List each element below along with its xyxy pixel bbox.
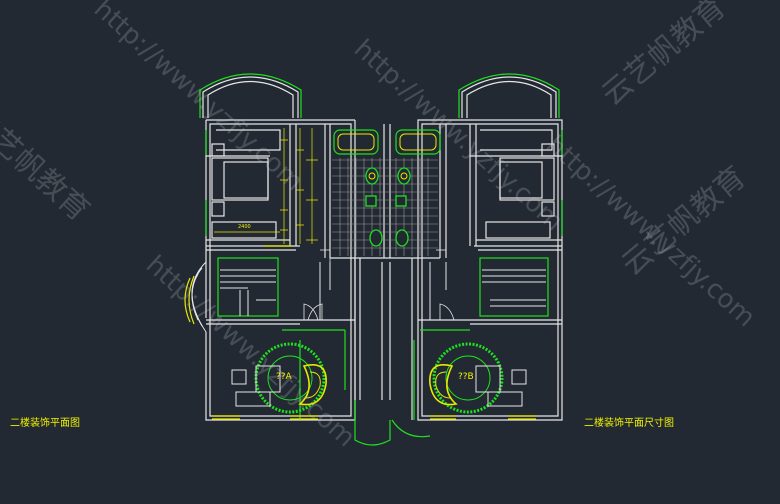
drawing-title-right: 二楼装饰平面尺寸图: [584, 418, 674, 429]
living-room-a: [231, 342, 327, 414]
green-accents: [199, 73, 563, 446]
dimension-lines: [214, 128, 318, 244]
living-room-b: [429, 342, 527, 414]
stair-yellow: [184, 245, 536, 420]
dimension-label: 2400: [238, 224, 251, 230]
room-label-a: ??A: [276, 372, 292, 382]
outer-walls: [205, 119, 563, 421]
staircase: [191, 261, 546, 333]
tub-yellow: [337, 133, 437, 180]
bathroom-tiles: [332, 158, 438, 256]
drawing-title-left: 二楼装饰平面图: [10, 418, 80, 429]
room-label-b: ??B: [458, 372, 474, 382]
door-swings: [303, 249, 455, 321]
bathroom-fixtures: [365, 167, 411, 247]
bay-windows: [202, 76, 557, 118]
